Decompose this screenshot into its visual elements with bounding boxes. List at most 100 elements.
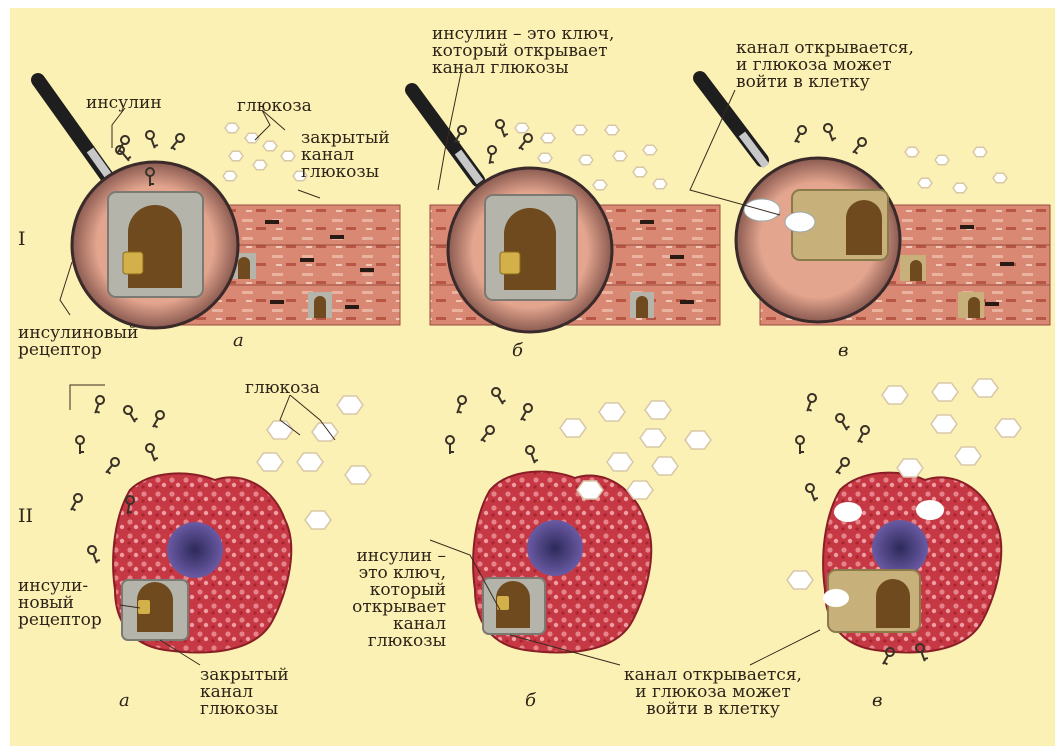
insulin-key <box>525 445 539 465</box>
glucose-molecule <box>257 453 283 471</box>
row2-glucose-label: глюкоза <box>245 380 320 397</box>
insulin-key <box>453 395 467 415</box>
insulin-key <box>792 125 808 145</box>
glucose-molecule <box>787 571 813 589</box>
insulin-key <box>103 456 121 475</box>
insulin-key <box>796 436 804 454</box>
row1-small-door-b <box>630 292 654 318</box>
glucose-molecule <box>932 383 958 401</box>
row2-cell-b <box>473 472 651 653</box>
glucose-molecule <box>579 155 593 165</box>
row1-insulin-label: инсулин <box>86 95 162 112</box>
glucose-molecule <box>613 151 627 161</box>
glucose-molecule <box>573 125 587 135</box>
row1-panel-b-letter: б <box>512 340 523 361</box>
insulin-key <box>76 436 84 454</box>
row1-receptor-label: инсулиновый рецептор <box>18 325 138 359</box>
glucose-molecule <box>263 141 277 151</box>
insulin-key <box>145 130 159 150</box>
insulin-key <box>123 405 139 425</box>
glucose-molecule <box>973 147 987 157</box>
glucose-molecule <box>955 447 981 465</box>
insulin-key <box>145 443 159 463</box>
insulin-key <box>823 123 837 143</box>
glucose-molecule <box>607 453 633 471</box>
row1-lens-a <box>72 162 238 328</box>
row2-key-label: инсулин – это ключ, который открывает ка… <box>318 548 446 650</box>
row1-small-door-a2 <box>308 292 332 318</box>
insulin-key <box>68 493 84 513</box>
glucose-molecule <box>345 466 371 484</box>
insulin-key <box>478 424 496 443</box>
glucose-molecule <box>223 171 237 181</box>
glucose-molecule <box>281 151 295 161</box>
glucose-molecule <box>627 481 653 499</box>
glucose-molecule <box>337 396 363 414</box>
glucose-molecule <box>882 386 908 404</box>
insulin-key <box>486 145 497 164</box>
glucose-molecule <box>225 123 239 133</box>
insulin-key <box>850 136 868 155</box>
glucose-molecule <box>229 151 243 161</box>
row2-panel-a-letter: а <box>119 690 130 711</box>
glucose-molecule <box>305 511 331 529</box>
row2-cell-c <box>823 473 1001 653</box>
glucose-molecule <box>931 415 957 433</box>
glucose-molecule <box>685 431 711 449</box>
row2-closed-channel-label: закрытый канал глюкозы <box>200 667 289 718</box>
row1-roman-numeral: I <box>18 228 26 250</box>
glucose-molecule <box>577 481 603 499</box>
glucose-molecule <box>953 183 967 193</box>
glucose-molecule <box>253 160 267 170</box>
row2-open-channel-label: канал открывается, и глюкоза может войти… <box>588 667 838 718</box>
glucose-molecule <box>918 178 932 188</box>
insulin-key <box>518 403 534 423</box>
glucose-molecule <box>640 429 666 447</box>
insulin-key <box>114 144 132 163</box>
glucose-molecule <box>515 123 529 133</box>
glucose-molecule <box>593 180 607 190</box>
row1-lens-handle-b <box>412 90 480 182</box>
row1-key-label: инсулин – это ключ, который открывает ка… <box>432 26 614 77</box>
row1-glucose-label: глюкоза <box>237 98 312 115</box>
glucose-molecule <box>905 147 919 157</box>
glucose-molecule <box>653 179 667 189</box>
glucose-molecule <box>633 167 647 177</box>
insulin-key <box>805 483 819 503</box>
insulin-key <box>855 425 871 445</box>
insulin-key <box>446 436 454 454</box>
row1-closed-channel-label: закрытый канал глюкозы <box>301 130 390 181</box>
glucose-molecule <box>643 145 657 155</box>
glucose-molecule <box>652 457 678 475</box>
glucose-molecule <box>605 125 619 135</box>
glucose-molecule <box>972 379 998 397</box>
row2-receptor-label: инсули- новый рецептор <box>18 578 102 629</box>
glucose-molecule <box>538 153 552 163</box>
row1-lens-c <box>736 158 900 322</box>
insulin-key <box>150 410 166 430</box>
row2-cell-a <box>113 473 291 652</box>
glucose-molecule <box>897 459 923 477</box>
insulin-key <box>835 413 851 433</box>
glucose-molecule <box>993 173 1007 183</box>
glucose-molecule <box>297 453 323 471</box>
row1-panel-c-letter: в <box>838 340 848 361</box>
glucose-molecule <box>541 133 555 143</box>
insulin-key <box>91 395 105 415</box>
insulin-key <box>833 456 851 475</box>
row2-roman-numeral: II <box>18 505 33 527</box>
glucose-molecule <box>995 419 1021 437</box>
insulin-key <box>495 119 509 139</box>
row1-lens-b <box>448 168 612 332</box>
insulin-key <box>516 132 534 151</box>
glucose-molecule <box>645 401 671 419</box>
row1-open-channel-label: канал открывается, и глюкоза может войти… <box>736 40 914 91</box>
glucose-molecule <box>599 403 625 421</box>
insulin-key <box>803 393 817 413</box>
row2-panel-b-letter: б <box>525 690 536 711</box>
row2-panel-c-letter: в <box>872 690 882 711</box>
insulin-key <box>491 387 507 407</box>
glucose-molecule <box>935 155 949 165</box>
